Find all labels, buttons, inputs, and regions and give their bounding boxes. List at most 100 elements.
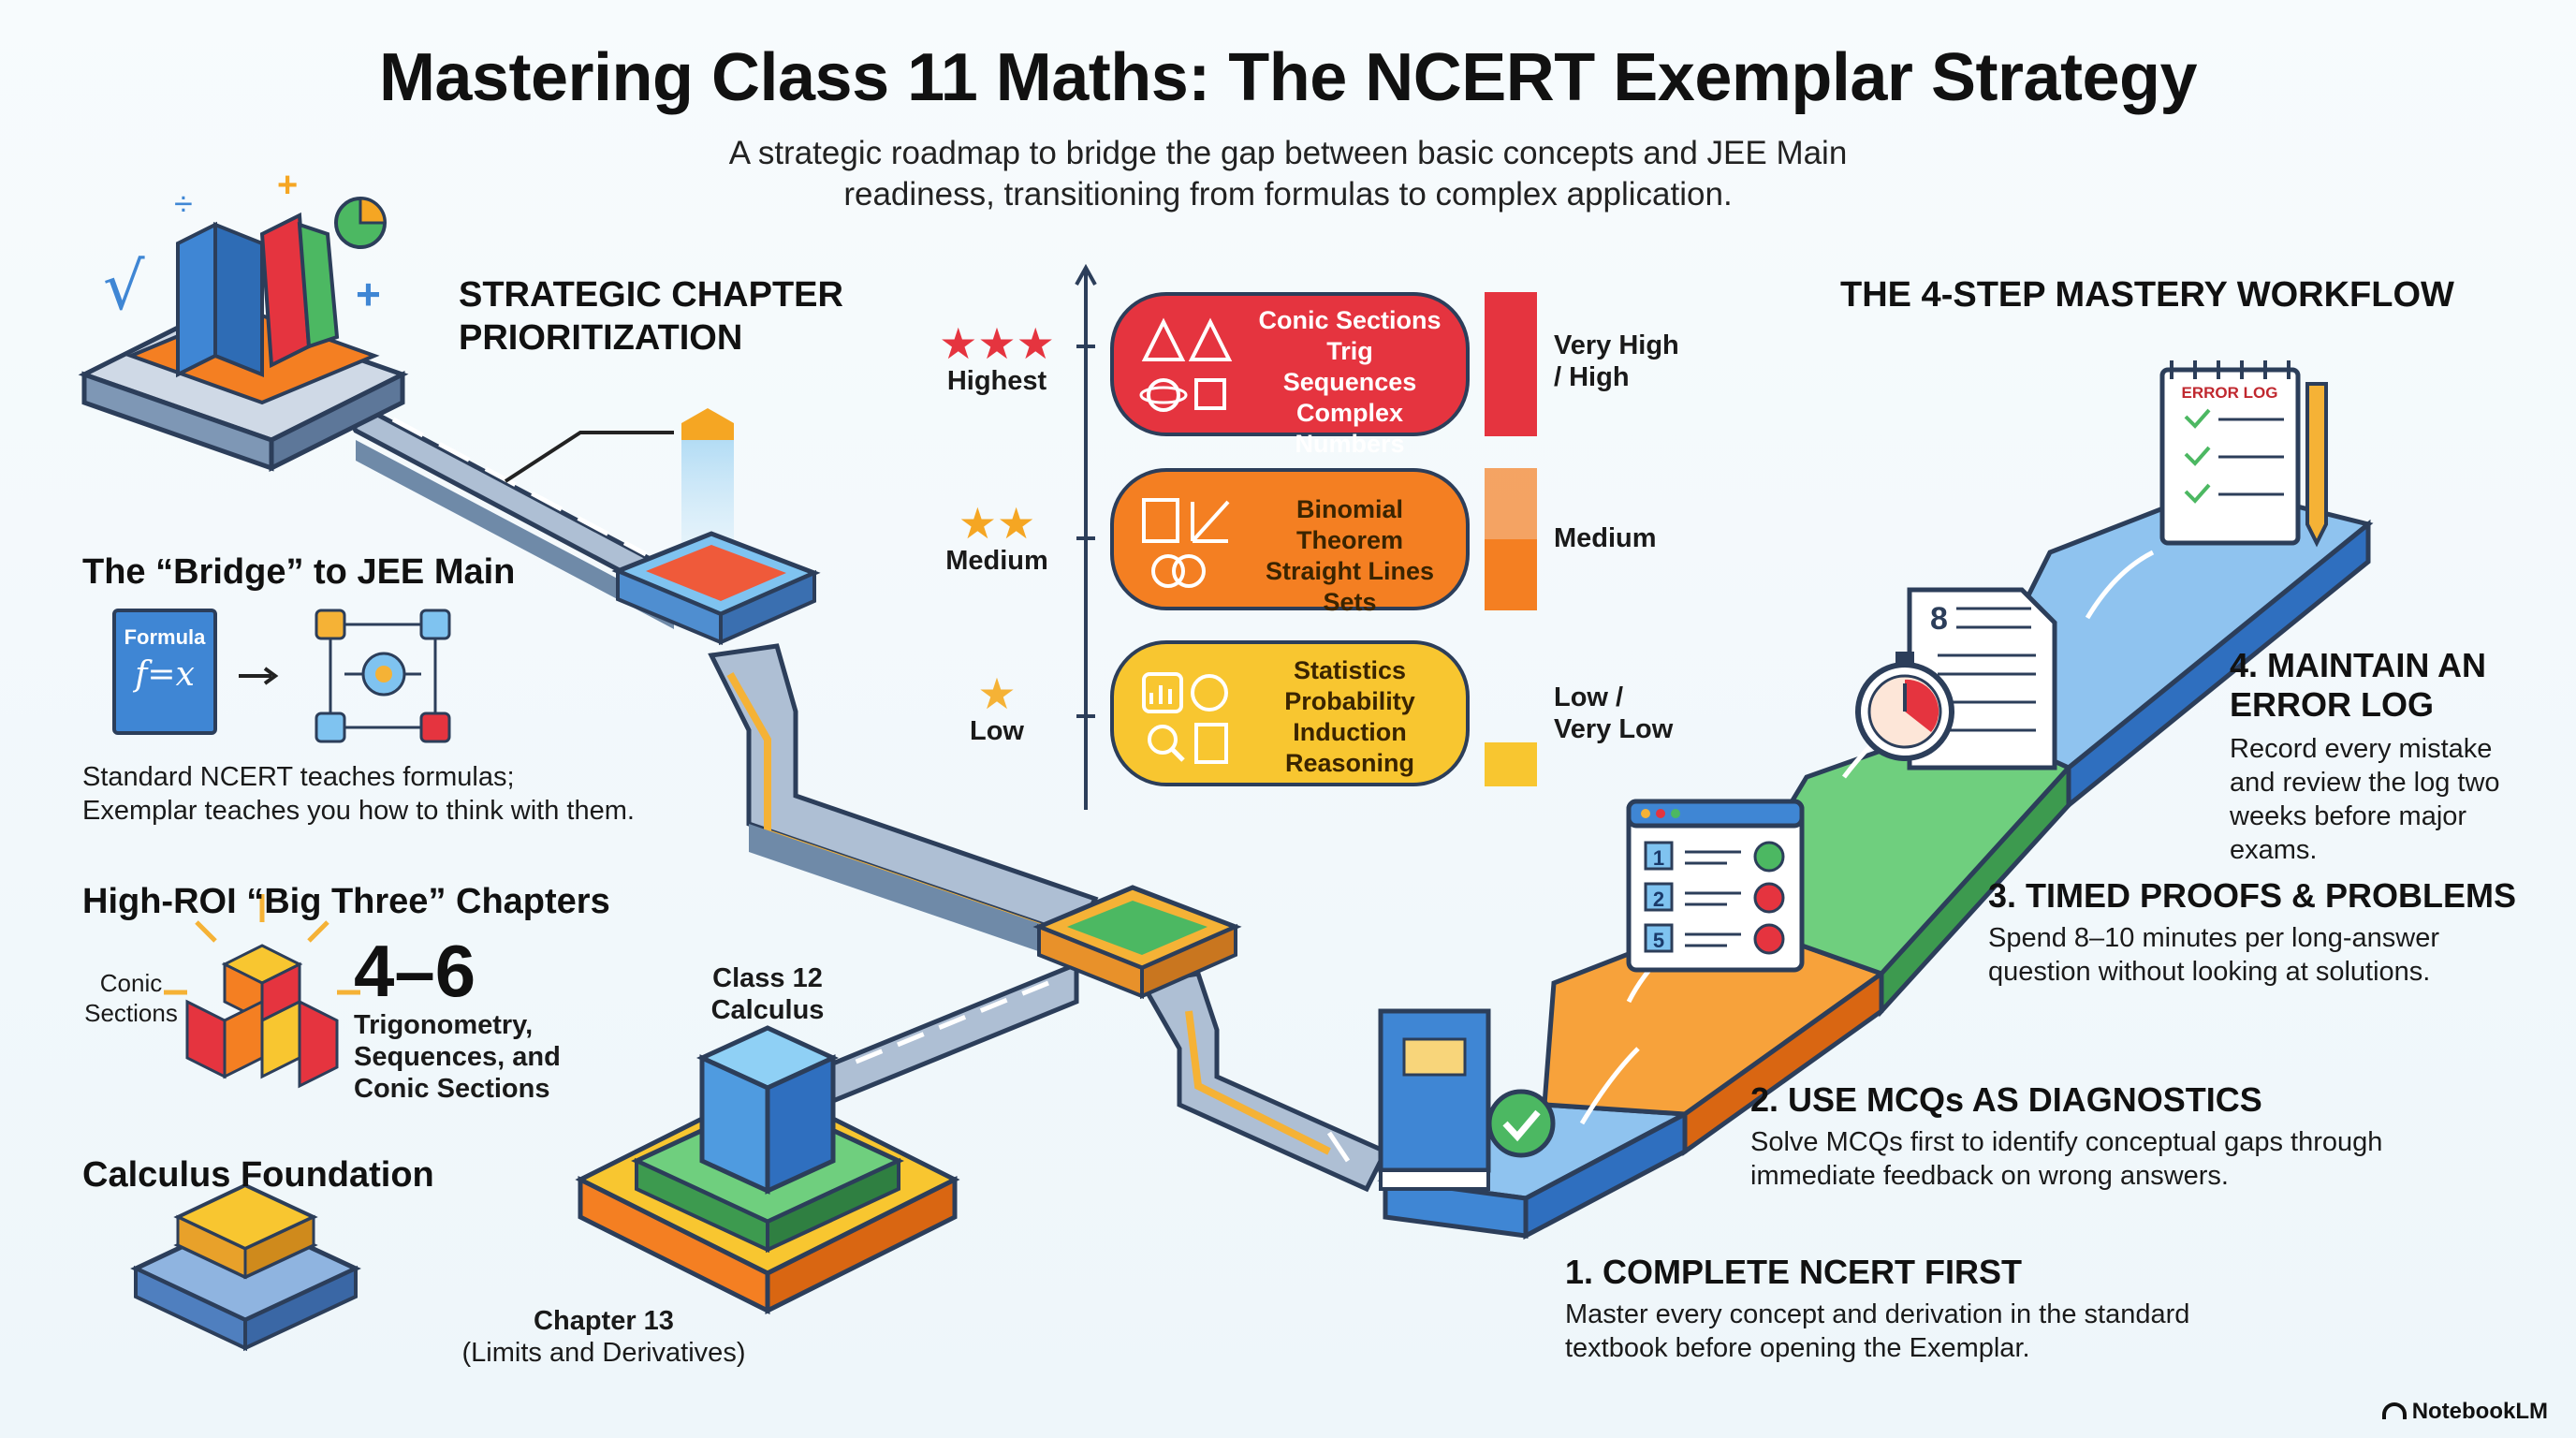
chapter-complex-numbers: Complex Numbers: [1295, 399, 1405, 458]
svg-text:+: +: [356, 270, 381, 318]
step-3-title: 3. TIMED PROOFS & PROBLEMS: [1988, 876, 2517, 915]
bridge-desc-line-1: Standard NCERT teaches formulas;: [82, 762, 515, 792]
statistics-icons: [1142, 672, 1228, 764]
worksheet-number: 8: [1930, 601, 1948, 637]
tier-medium-stars: ★★ Medium: [927, 502, 1067, 577]
red-platform: [611, 531, 821, 646]
step-1-desc-line-2: textbook before opening the Exemplar.: [1565, 1333, 2030, 1363]
brand-logo: NotebookLM: [2381, 1399, 2548, 1425]
notebooklm-icon: [2381, 1402, 2407, 1419]
formula-book-formula: f=x: [135, 655, 195, 694]
brand-name: NotebookLM: [2411, 1399, 2548, 1424]
class12-line-2: Calculus: [710, 995, 825, 1025]
weight-bar-fill: [1485, 539, 1537, 610]
check-circle-icon: [1486, 1089, 1556, 1158]
weight-line-1: Very High: [1554, 330, 1679, 360]
weight-bar-fill: [1485, 742, 1537, 786]
bridge-desc-line-2: Exemplar teaches you how to think with t…: [82, 796, 635, 826]
step-1-description: Master every concept and derivation in t…: [1565, 1298, 2189, 1365]
step-4-title: 4. MAINTAIN AN ERROR LOG: [2230, 646, 2500, 725]
class12-line-1: Class 12: [712, 963, 823, 993]
chapter-statistics: Statistics: [1293, 656, 1407, 684]
big-three-cubes: [164, 894, 360, 1089]
step-4-desc-line-1: Record every mistake: [2230, 734, 2493, 764]
big-three-desc-line-1: Trigonometry,: [354, 1010, 534, 1040]
big-three-description: Trigonometry, Sequences, and Conic Secti…: [354, 1009, 561, 1105]
tier-highest-weight: Very High / High: [1554, 330, 1679, 393]
binomial-icons: [1142, 498, 1230, 588]
step-4: 4. MAINTAIN AN ERROR LOG Record every mi…: [2230, 646, 2500, 867]
step-4-title-line-2: ERROR LOG: [2230, 685, 2435, 724]
tier-medium-card: Binomial Theorem Straight Lines Sets: [1110, 468, 1470, 616]
step-4-desc-line-4: exams.: [2230, 835, 2318, 865]
step-2-title: 2. USE MCQs AS DIAGNOSTICS: [1750, 1080, 2262, 1119]
class12-calculus-block: [575, 1025, 960, 1315]
svg-text:÷: ÷: [174, 184, 193, 223]
big-three-heading: High-ROI “Big Three” Chapters: [82, 882, 610, 921]
stars-rating: ★: [977, 669, 1017, 718]
step-1-desc-line-1: Master every concept and derivation in t…: [1565, 1299, 2190, 1329]
mcq-window-icon: [1626, 799, 1805, 973]
prioritization-heading-line-2: PRIORITIZATION: [459, 318, 743, 358]
page-title: Mastering Class 11 Maths: The NCERT Exem…: [378, 40, 2198, 115]
prioritization-heading-line-1: STRATEGIC CHAPTER: [459, 275, 843, 315]
chapter-reasoning: Reasoning: [1284, 749, 1415, 777]
tier-low-stars: ★ Low: [927, 672, 1067, 747]
mcq-num-2: 2: [1653, 888, 1664, 911]
chapter-probability: Probability: [1284, 687, 1415, 715]
chapter-straight-lines: Straight Lines: [1265, 557, 1435, 585]
step-1-title: 1. COMPLETE NCERT FIRST: [1565, 1253, 2023, 1291]
ncert-book-icon: [1378, 1008, 1556, 1191]
mcq-num-3: 5: [1653, 929, 1664, 952]
bridge-flow-icon: [239, 609, 451, 743]
books-platform: √ + ÷ +: [78, 166, 409, 473]
chapter-binomial-theorem: Binomial Theorem: [1295, 495, 1404, 554]
error-log-label: ERROR LOG: [2182, 384, 2278, 402]
step-2-desc-line-1: Solve MCQs first to identify conceptual …: [1750, 1127, 2383, 1157]
step-4-desc-line-2: and review the log two: [2230, 768, 2500, 798]
workflow-heading: THE 4-STEP MASTERY WORKFLOW: [1840, 275, 2454, 315]
chapter13-label: Chapter 13 (Limits and Derivatives): [440, 1305, 768, 1369]
subtitle-line-2: readiness, transitioning from formulas t…: [843, 176, 1733, 213]
tier-low-chapters: Statistics Probability Induction Reasoni…: [1245, 655, 1455, 779]
step-3: 3. TIMED PROOFS & PROBLEMS Spend 8–10 mi…: [1988, 876, 2516, 989]
tier-medium-weight: Medium: [1554, 522, 1657, 554]
step-3-description: Spend 8–10 minutes per long-answer quest…: [1988, 921, 2516, 989]
stars-rating: ★★★: [939, 319, 1055, 368]
cube-label-line-2: Sections: [84, 999, 178, 1027]
chapter-trig: Trig: [1326, 337, 1373, 365]
green-platform: [1032, 885, 1242, 1000]
chapter13-line-1: Chapter 13: [534, 1306, 674, 1336]
step-4-title-line-1: 4. MAINTAIN AN: [2230, 646, 2486, 684]
tier-highest-card: Conic Sections Trig Sequences Complex Nu…: [1110, 292, 1470, 458]
step-2-desc-line-2: immediate feedback on wrong answers.: [1750, 1161, 2229, 1191]
big-three-desc-line-2: Sequences, and: [354, 1042, 561, 1072]
timed-worksheet-icon: [1855, 587, 2057, 770]
stars-rating: ★★: [958, 499, 1036, 548]
tier-medium-chapters: Binomial Theorem Straight Lines Sets: [1245, 494, 1455, 618]
bridge-heading: The “Bridge” to JEE Main: [82, 552, 516, 592]
formula-book-label: Formula: [124, 625, 206, 649]
tier-highest-chapters: Conic Sections Trig Sequences Complex Nu…: [1245, 305, 1455, 460]
chapter-sequences: Sequences: [1282, 368, 1417, 396]
tier-low-weight: Low / Very Low: [1554, 682, 1673, 745]
tier-low-card: Statistics Probability Induction Reasoni…: [1110, 640, 1470, 786]
step-4-desc-line-3: weeks before major: [2230, 801, 2467, 831]
big-three-desc-line-3: Conic Sections: [354, 1074, 550, 1104]
big-three-cube-label: Conic Sections: [66, 968, 197, 1028]
step-4-description: Record every mistake and review the log …: [2230, 732, 2500, 867]
step-2-description: Solve MCQs first to identify conceptual …: [1750, 1125, 2382, 1193]
tier-medium-level: Medium: [945, 546, 1048, 576]
prioritization-heading: STRATEGIC CHAPTER PRIORITIZATION: [459, 273, 843, 360]
weight-line-2: Very Low: [1554, 714, 1674, 744]
weight-bar-highest: [1485, 292, 1537, 436]
workflow-staircase: [1377, 484, 2374, 1240]
sqrt-icon: √: [103, 248, 145, 325]
weight-bar-low: [1485, 640, 1537, 786]
weight-line-1: Medium: [1554, 523, 1657, 553]
road-middle: [708, 643, 1099, 964]
geometry-icons: [1139, 317, 1233, 412]
road-upper: [331, 388, 680, 629]
tier-highest-stars: ★★★ Highest: [927, 322, 1067, 397]
